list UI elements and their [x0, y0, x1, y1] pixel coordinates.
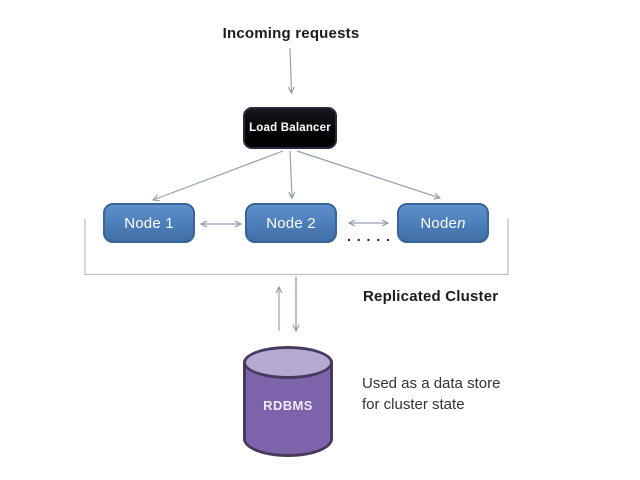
datastore-note: Used as a data store for cluster state: [362, 373, 500, 415]
load-balancer-box: Load Balancer: [243, 107, 337, 149]
node-n-italic: n: [457, 214, 466, 232]
replicated-cluster-label: Replicated Cluster: [363, 288, 499, 305]
node-1-box: Node 1: [103, 203, 195, 243]
lb-to-node1-arrow: [151, 150, 284, 202]
lb-to-node2-arrow: [288, 150, 296, 200]
lb-to-noden-arrow: [296, 150, 442, 200]
cylinder-top: [243, 346, 333, 379]
node-n-box: Node n: [397, 203, 489, 243]
rdbms-cylinder: RDBMS: [243, 346, 333, 457]
cluster-bracket: [84, 219, 509, 276]
load-balancer-label: Load Balancer: [249, 122, 331, 134]
ellipsis-more-nodes: . . . . .: [346, 228, 391, 244]
node-n-label: Node: [420, 214, 458, 232]
rdbms-label: RDBMS: [263, 398, 313, 413]
datastore-note-line2: for cluster state: [362, 396, 465, 413]
incoming-arrow: [287, 47, 295, 95]
node-2-label: Node 2: [266, 214, 316, 232]
node-2-box: Node 2: [245, 203, 337, 243]
incoming-requests-label: Incoming requests: [222, 25, 360, 42]
datastore-note-line1: Used as a data store: [362, 375, 501, 392]
node-1-label: Node 1: [124, 214, 174, 232]
